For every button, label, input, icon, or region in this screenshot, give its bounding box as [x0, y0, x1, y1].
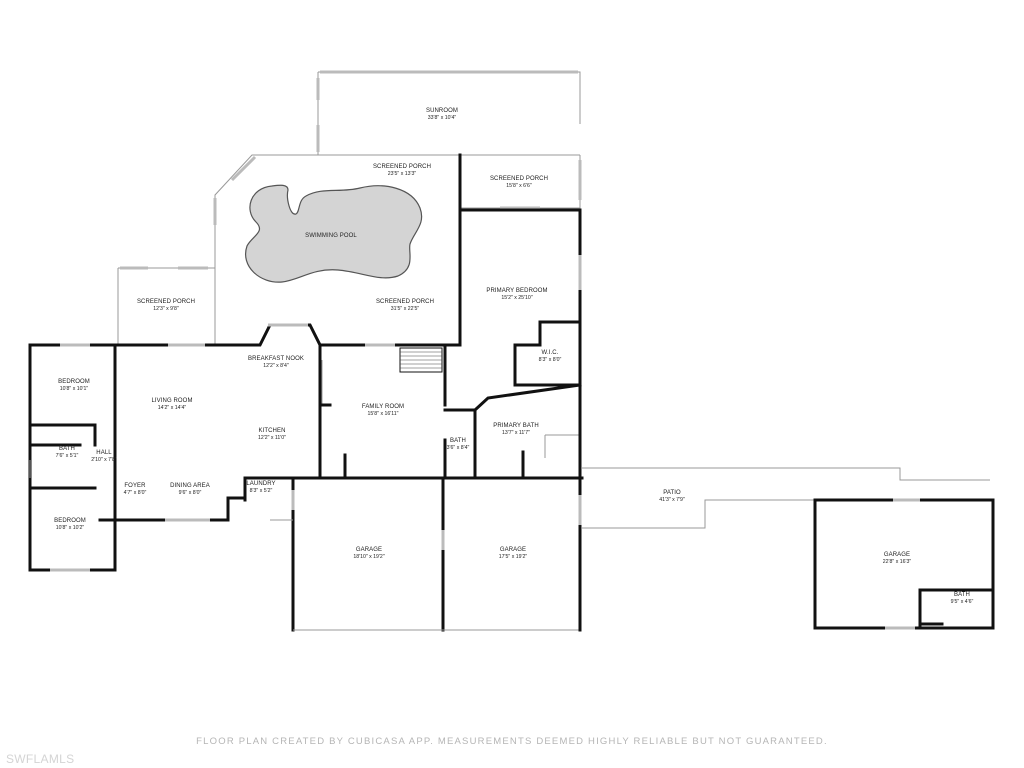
room-dims-hall: 2'10" x 7'8" [91, 457, 117, 463]
room-dims-family-room: 15'8" x 16'11" [368, 411, 399, 417]
room-name-bath-2: BATH [450, 438, 466, 444]
room-dims-wic: 8'3" x 8'0" [539, 357, 562, 363]
room-dims-living-room: 14'2" x 14'4" [158, 405, 187, 411]
room-name-laundry: LAUNDRY [246, 481, 275, 487]
room-dims-garage-2: 17'5" x 19'2" [499, 554, 528, 560]
room-name-dining-area: DINING AREA [170, 483, 210, 489]
room-dims-patio: 41'3" x 7'9" [659, 497, 685, 503]
room-name-kitchen: KITCHEN [258, 428, 285, 434]
room-dims-foyer: 4'7" x 8'0" [124, 490, 147, 496]
room-dims-bedroom-1: 10'8" x 10'1" [60, 386, 89, 392]
room-dims-screened-porch-top: 23'5" x 13'3" [388, 171, 417, 177]
room-name-bath-3: BATH [954, 592, 970, 598]
room-dims-screened-porch-left: 12'3" x 9'8" [153, 306, 179, 312]
room-dims-sunroom: 33'8" x 10'4" [428, 115, 457, 121]
room-name-foyer: FOYER [124, 483, 146, 489]
room-name-swimming-pool: SWIMMING POOL [305, 233, 357, 239]
room-dims-primary-bedroom: 15'2" x 25'10" [501, 295, 532, 301]
room-name-bedroom-1: BEDROOM [58, 379, 90, 385]
room-dims-primary-bath: 13'7" x 11'7" [502, 430, 530, 436]
room-name-garage-1: GARAGE [356, 547, 382, 553]
room-name-screened-porch-right: SCREENED PORCH [490, 176, 548, 182]
footer-disclaimer: FLOOR PLAN CREATED BY CUBICASA APP. MEAS… [196, 736, 828, 747]
swimming-pool-shape [245, 184, 423, 283]
room-name-patio: PATIO [663, 490, 681, 496]
room-name-family-room: FAMILY ROOM [362, 404, 404, 410]
walls [28, 70, 995, 632]
room-dims-screened-porch-main: 31'5" x 22'5" [391, 306, 420, 312]
room-name-breakfast-nook: BREAKFAST NOOK [248, 356, 304, 362]
room-name-screened-porch-main: SCREENED PORCH [376, 299, 434, 305]
room-name-hall: HALL [96, 450, 112, 456]
room-name-bedroom-2: BEDROOM [54, 518, 86, 524]
watermark: SWFLAMLS [6, 752, 75, 766]
room-dims-screened-porch-right: 15'8" x 6'6" [506, 183, 532, 189]
room-dims-kitchen: 12'2" x 11'0" [258, 435, 286, 441]
room-name-screened-porch-top: SCREENED PORCH [373, 164, 431, 170]
room-name-primary-bedroom: PRIMARY BEDROOM [486, 288, 547, 294]
room-name-sunroom: SUNROOM [426, 108, 458, 114]
room-name-living-room: LIVING ROOM [151, 398, 192, 404]
room-name-primary-bath: PRIMARY BATH [493, 423, 539, 429]
room-dims-dining-area: 9'6" x 8'0" [179, 490, 202, 496]
room-dims-bath-2: 3'6" x 8'4" [447, 445, 470, 451]
room-dims-garage-3: 22'8" x 16'3" [883, 559, 912, 565]
room-name-wic: W.I.C. [542, 350, 559, 356]
room-name-screened-porch-left: SCREENED PORCH [137, 299, 195, 305]
room-dims-bedroom-2: 10'8" x 10'2" [56, 525, 85, 531]
room-dims-bath-1: 7'6" x 5'1" [56, 453, 79, 459]
room-name-bath-1: BATH [59, 446, 75, 452]
room-dims-garage-1: 18'10" x 19'2" [353, 554, 384, 560]
room-name-garage-2: GARAGE [500, 547, 526, 553]
room-dims-laundry: 8'3" x 5'2" [250, 488, 273, 494]
room-dims-breakfast-nook: 12'2" x 8'4" [263, 363, 289, 369]
room-dims-bath-3: 9'5" x 4'6" [951, 599, 974, 605]
room-name-garage-3: GARAGE [884, 552, 910, 558]
